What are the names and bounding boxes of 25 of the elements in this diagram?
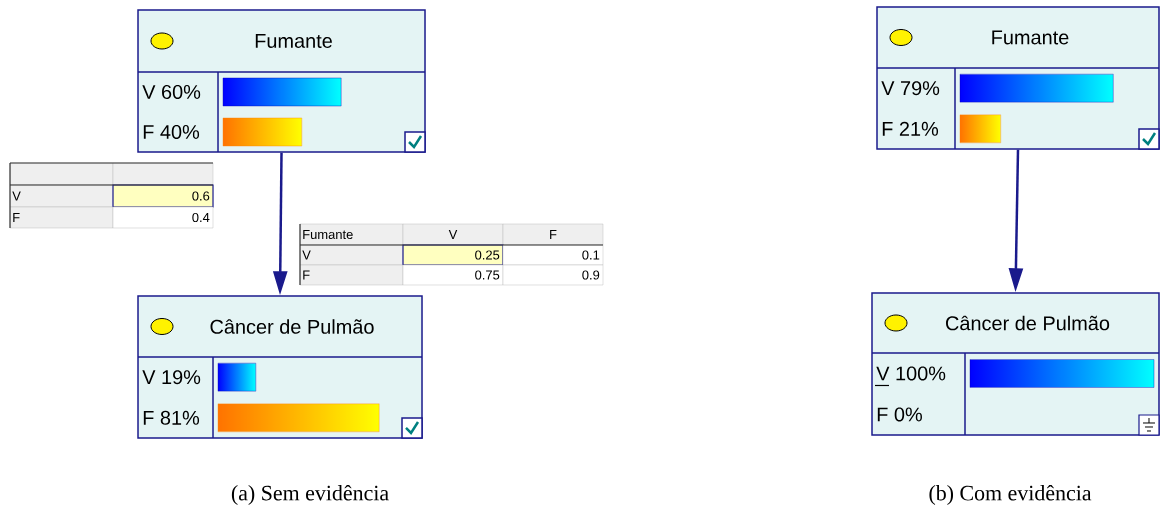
table-cell: F	[9, 206, 114, 229]
table-cell: 0.25	[402, 244, 504, 266]
table-cell: V	[402, 223, 504, 246]
node-title: Câncer de Pulmão	[946, 315, 1110, 331]
table-cell: F	[502, 223, 604, 246]
caption: (b) Com evidência	[929, 485, 1092, 505]
caption: (a) Sem evidência	[231, 485, 389, 505]
table-cell: Fumante	[299, 223, 404, 246]
state-label: F 21%	[882, 121, 939, 136]
table-cell: F	[299, 264, 404, 286]
state-label: V 60%	[142, 84, 201, 100]
node-title: Fumante	[255, 34, 332, 48]
state-label: F 40%	[143, 124, 200, 140]
table-cell: 0.75	[402, 264, 504, 286]
state-label: F 0%	[877, 407, 922, 422]
state-label: F 81%	[143, 410, 200, 425]
node-title: Fumante	[992, 30, 1069, 45]
table-cell: 0.1	[502, 244, 604, 266]
table-cell: 0.9	[502, 264, 604, 286]
table-cell: 0.6	[112, 184, 214, 208]
state-label: V 100%	[876, 366, 946, 381]
state-label: V 19%	[142, 370, 201, 385]
state-label: V 79%	[881, 81, 940, 96]
node-title: Câncer de Pulmão	[210, 319, 374, 334]
table-cell: 0.4	[112, 206, 214, 229]
